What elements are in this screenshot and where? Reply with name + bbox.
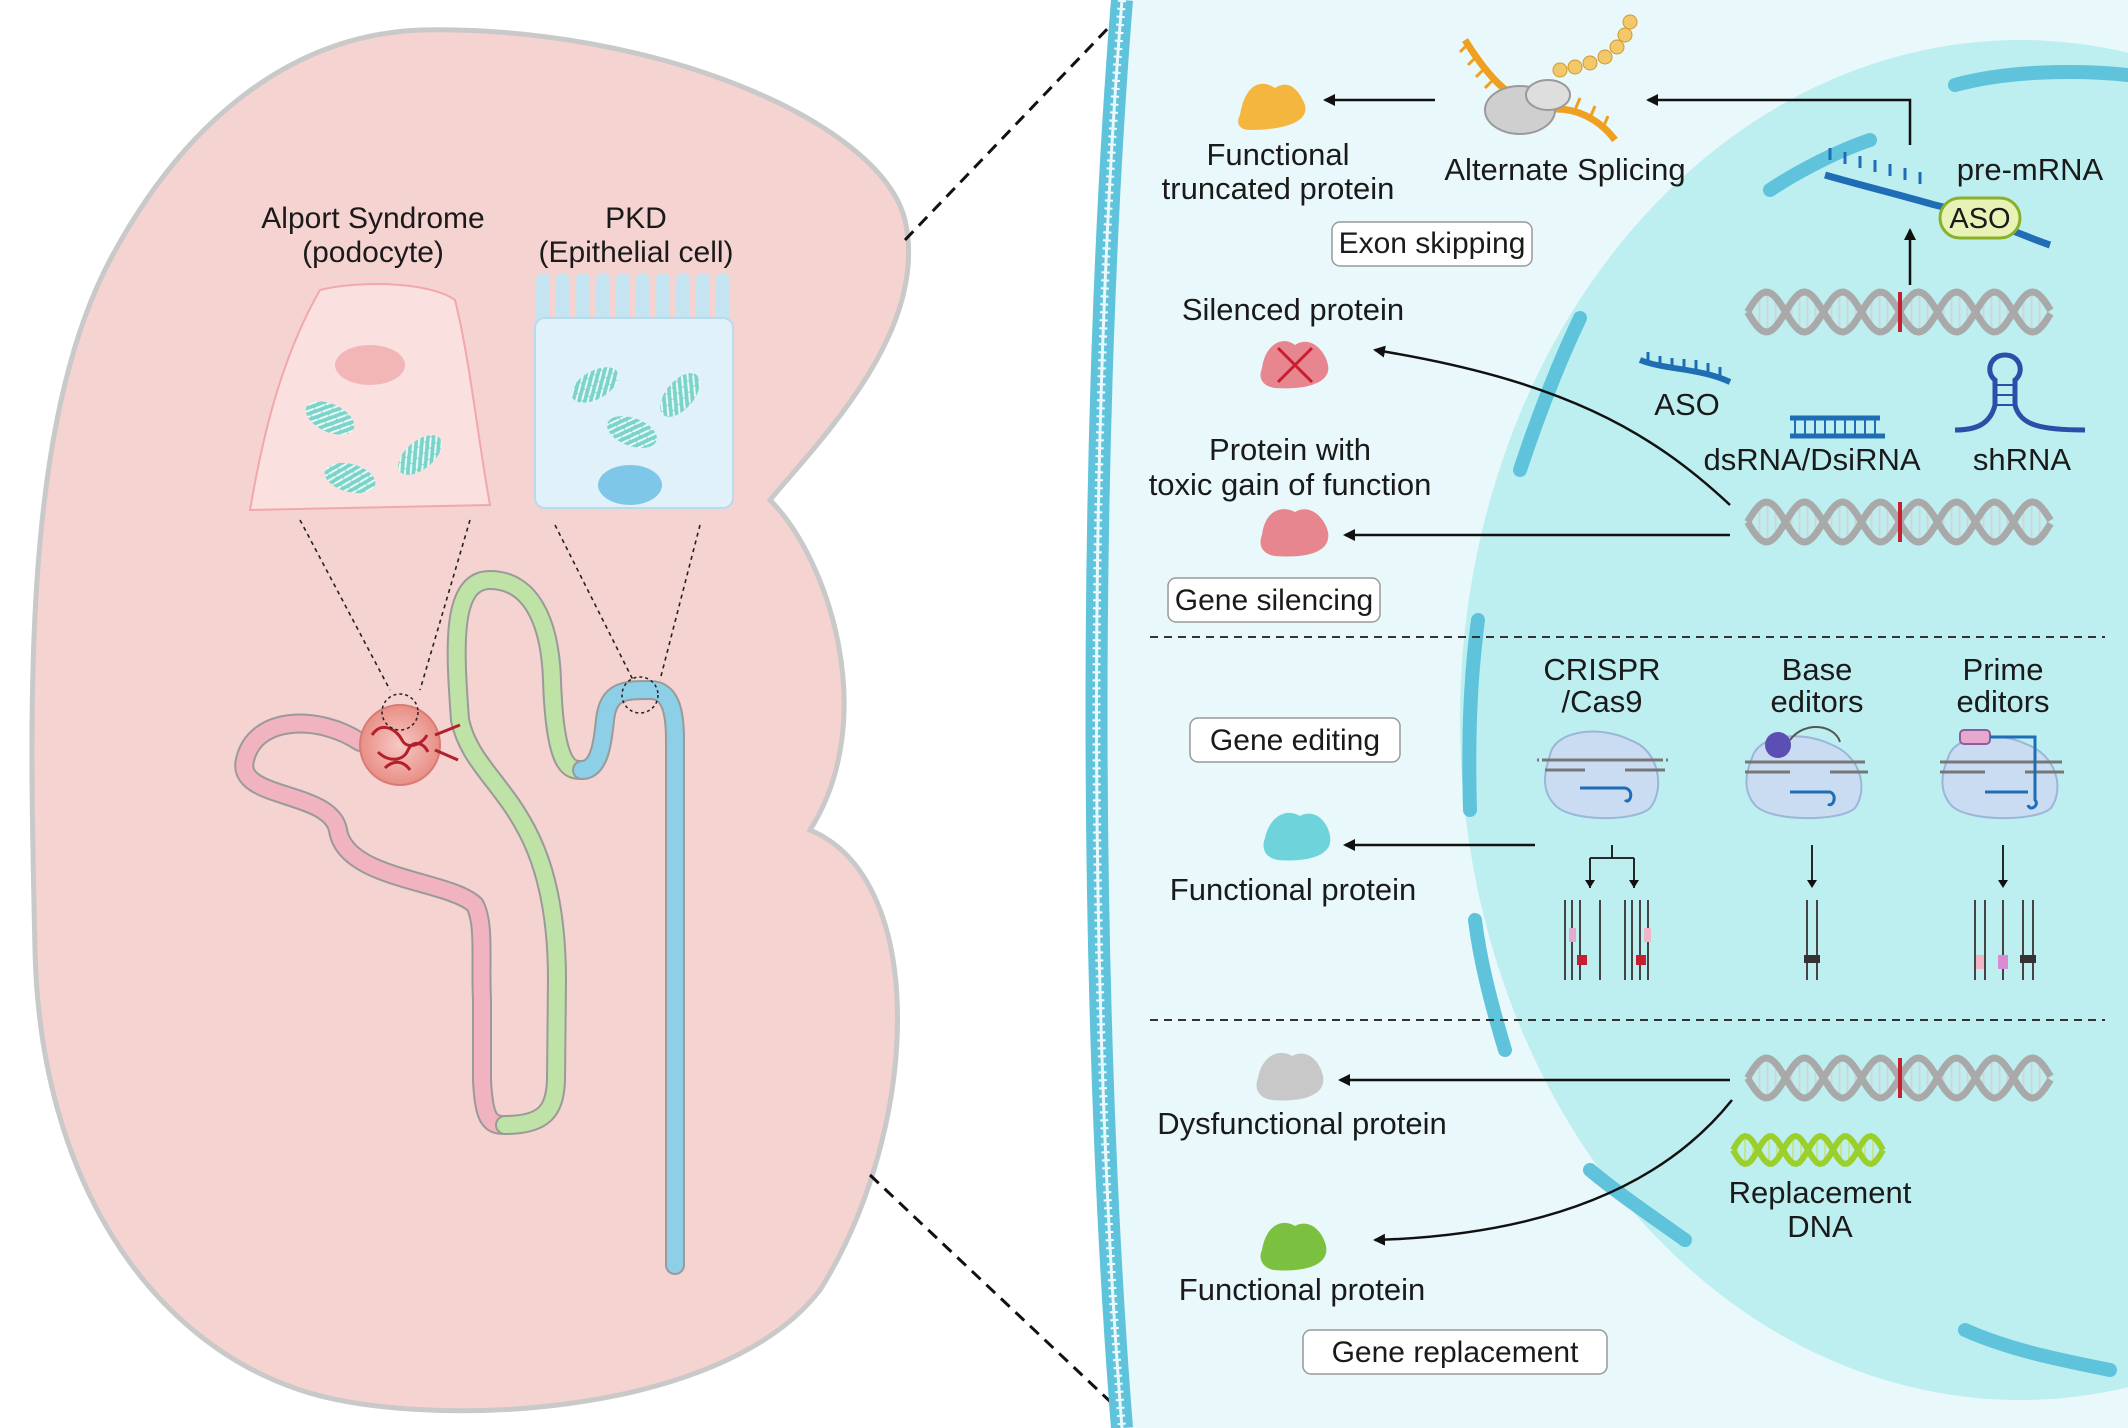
dna-layer [1730, 288, 2054, 1168]
mitochondrion [571, 367, 619, 403]
silenced-protein-label: Silenced protein [1182, 292, 1404, 327]
spliceosome [1458, 14, 1638, 143]
prime-edit-mark [1998, 955, 2008, 969]
alport-sublabel: (podocyte) [302, 236, 444, 269]
gene-replacement-box [1302, 1329, 1608, 1375]
pkd-label: PKD [605, 202, 667, 235]
mitochondrion [305, 401, 355, 435]
epithelial-nucleus [598, 465, 662, 505]
toxic-protein-label: Protein with [1209, 432, 1371, 467]
aso-pill [1938, 196, 2022, 240]
epithelial-cell [534, 273, 734, 509]
pre-mrna [1824, 148, 2052, 249]
replaced-functional-label: Functional protein [1179, 1272, 1425, 1307]
aso-molecule [1638, 352, 1732, 385]
prime-editors-sublabel: editors [1956, 684, 2049, 719]
gene-editing-box [1189, 717, 1401, 763]
prime-editor-arrowhead [1998, 880, 2008, 888]
pkd-sublabel: (Epithelial cell) [538, 236, 733, 269]
crispr-arrow [1589, 845, 1635, 888]
shrna-label: shRNA [1973, 442, 2072, 477]
alternate-splicing-label: Alternate Splicing [1444, 152, 1685, 187]
edited-functional-protein [1263, 812, 1331, 861]
base-editors-sublabel: editors [1770, 684, 1863, 719]
crispr-edit-mark [1636, 955, 1646, 965]
gene-replacement-box-label: Gene replacement [1332, 1336, 1579, 1369]
edited-functional-label: Functional protein [1170, 872, 1416, 907]
exon-skipping-box-label: Exon skipping [1339, 227, 1526, 260]
crispr-sublabel: /Cas9 [1562, 684, 1643, 719]
prime-editor-chromosomes [1974, 900, 2034, 980]
gene-silencing-section: Silenced protein Protein with toxic gain… [1149, 292, 2086, 623]
dsrna-molecule [1790, 415, 1885, 439]
exon-skipping-box [1331, 221, 1533, 267]
crispr-label: CRISPR [1543, 652, 1660, 687]
dysfunctional-protein-label: Dysfunctional protein [1157, 1106, 1447, 1141]
podocyte-nucleus [335, 345, 405, 385]
prime-editor-complex [1940, 729, 2064, 820]
dsrna-label: dsRNA/DsiRNA [1703, 442, 1920, 477]
base-editor-complex [1745, 726, 1868, 820]
aso-pill-label: ASO [1949, 203, 2010, 235]
arrow-dna-to-silenced [1373, 345, 1731, 506]
zoom-lines [299, 519, 701, 691]
gene-editing-section: Gene editing Functional protein CRISPR /… [1170, 652, 2064, 980]
gene-replacement-section: Dysfunctional protein Functional protein… [1157, 1052, 1912, 1375]
gene-silencing-box-label: Gene silencing [1175, 584, 1373, 617]
gene-silencing-box [1167, 577, 1381, 623]
dysfunctional-protein [1256, 1052, 1324, 1101]
mitochondrion [324, 462, 376, 494]
nuclear-envelope [1462, 65, 2128, 1377]
base-editor-chromosome [1806, 900, 1818, 980]
dna-helix [1744, 498, 2054, 546]
toxic-protein-sublabel: toxic gain of function [1149, 467, 1432, 502]
mitochondrion [398, 435, 442, 475]
prime-editors-label: Prime [1963, 652, 2044, 687]
base-editor-arrowhead [1807, 880, 1817, 888]
base-editors-label: Base [1782, 652, 1853, 687]
crispr-edit-mark [1569, 928, 1576, 942]
crispr-edit-mark [1577, 955, 1587, 965]
kidney: Alport Syndrome (podocyte) PKD (Epitheli… [29, 27, 912, 1414]
silenced-cross-icon [1276, 346, 1314, 384]
dna-helix [1744, 1054, 2054, 1102]
alport-label: Alport Syndrome [261, 202, 484, 235]
glomerulus [359, 676, 659, 786]
truncated-protein [1238, 83, 1306, 130]
truncated-protein-sublabel: truncated protein [1162, 171, 1395, 206]
replacement-dna-helix [1730, 1132, 1886, 1168]
nephron [234, 570, 685, 1275]
exon-skipping-section: Functional truncated protein Alternate S… [1162, 14, 2104, 285]
replacement-dna-label: Replacement [1729, 1175, 1912, 1210]
crispr-arrowheads [1585, 880, 1639, 888]
mitochondrion [660, 373, 700, 417]
base-edit-mark [1804, 955, 1820, 963]
cell-membrane [1085, 0, 1133, 1428]
pre-mrna-label: pre-mRNA [1957, 152, 2104, 187]
crispr-edit-mark [1644, 928, 1651, 942]
replacement-dna-sublabel: DNA [1787, 1209, 1853, 1244]
prime-edit-mark [2020, 955, 2036, 963]
toxic-protein [1260, 509, 1329, 557]
prime-edit-mark [1976, 955, 1984, 969]
arrow-dna-to-functional [1373, 1099, 1733, 1246]
dna-helix [1744, 288, 2054, 336]
gene-editing-box-label: Gene editing [1210, 724, 1380, 757]
arrow-premrna-to-splicing [1646, 94, 1912, 145]
replaced-functional-protein [1260, 1222, 1327, 1271]
aso-label: ASO [1654, 387, 1719, 422]
podocyte-cell [248, 283, 492, 512]
zoom-line-bottom [868, 1173, 1137, 1427]
truncated-protein-label: Functional [1206, 137, 1349, 172]
shrna-molecule [1954, 352, 2086, 433]
zoom-line-top [903, 0, 1137, 242]
mitochondrion [607, 416, 657, 448]
crispr-cas9-complex [1537, 730, 1668, 820]
